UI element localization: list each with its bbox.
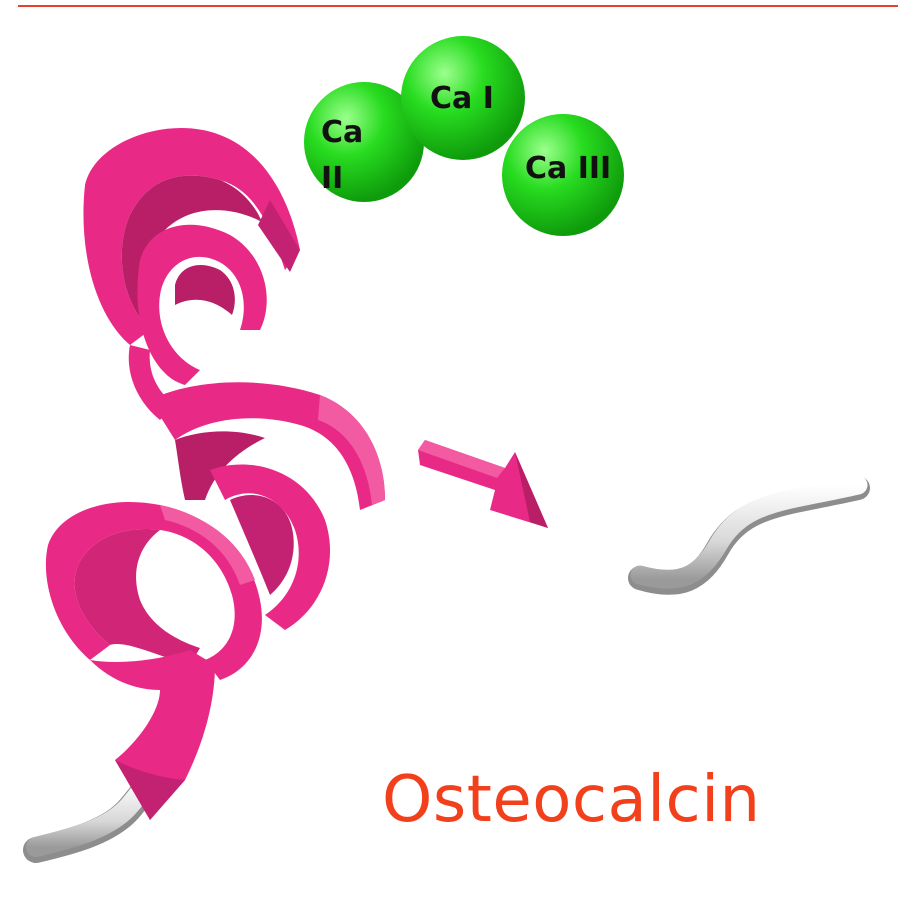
strand-arrow	[418, 440, 548, 528]
molecule-title: Osteocalcin	[382, 763, 761, 837]
calcium-label-2-line2: II	[321, 161, 343, 196]
calcium-ion-1: Ca I	[401, 36, 525, 160]
calcium-ion-2: Ca II	[304, 82, 424, 202]
coil-segment-right	[628, 475, 870, 595]
calcium-ion-3: Ca III	[502, 114, 624, 236]
top-rule	[18, 5, 898, 7]
helix-ribbon	[45, 128, 385, 820]
calcium-label-1: Ca I	[430, 81, 494, 116]
coil-segment-left	[23, 772, 159, 863]
calcium-label-2-line1: Ca	[321, 115, 363, 150]
calcium-label-3: Ca III	[525, 151, 611, 186]
